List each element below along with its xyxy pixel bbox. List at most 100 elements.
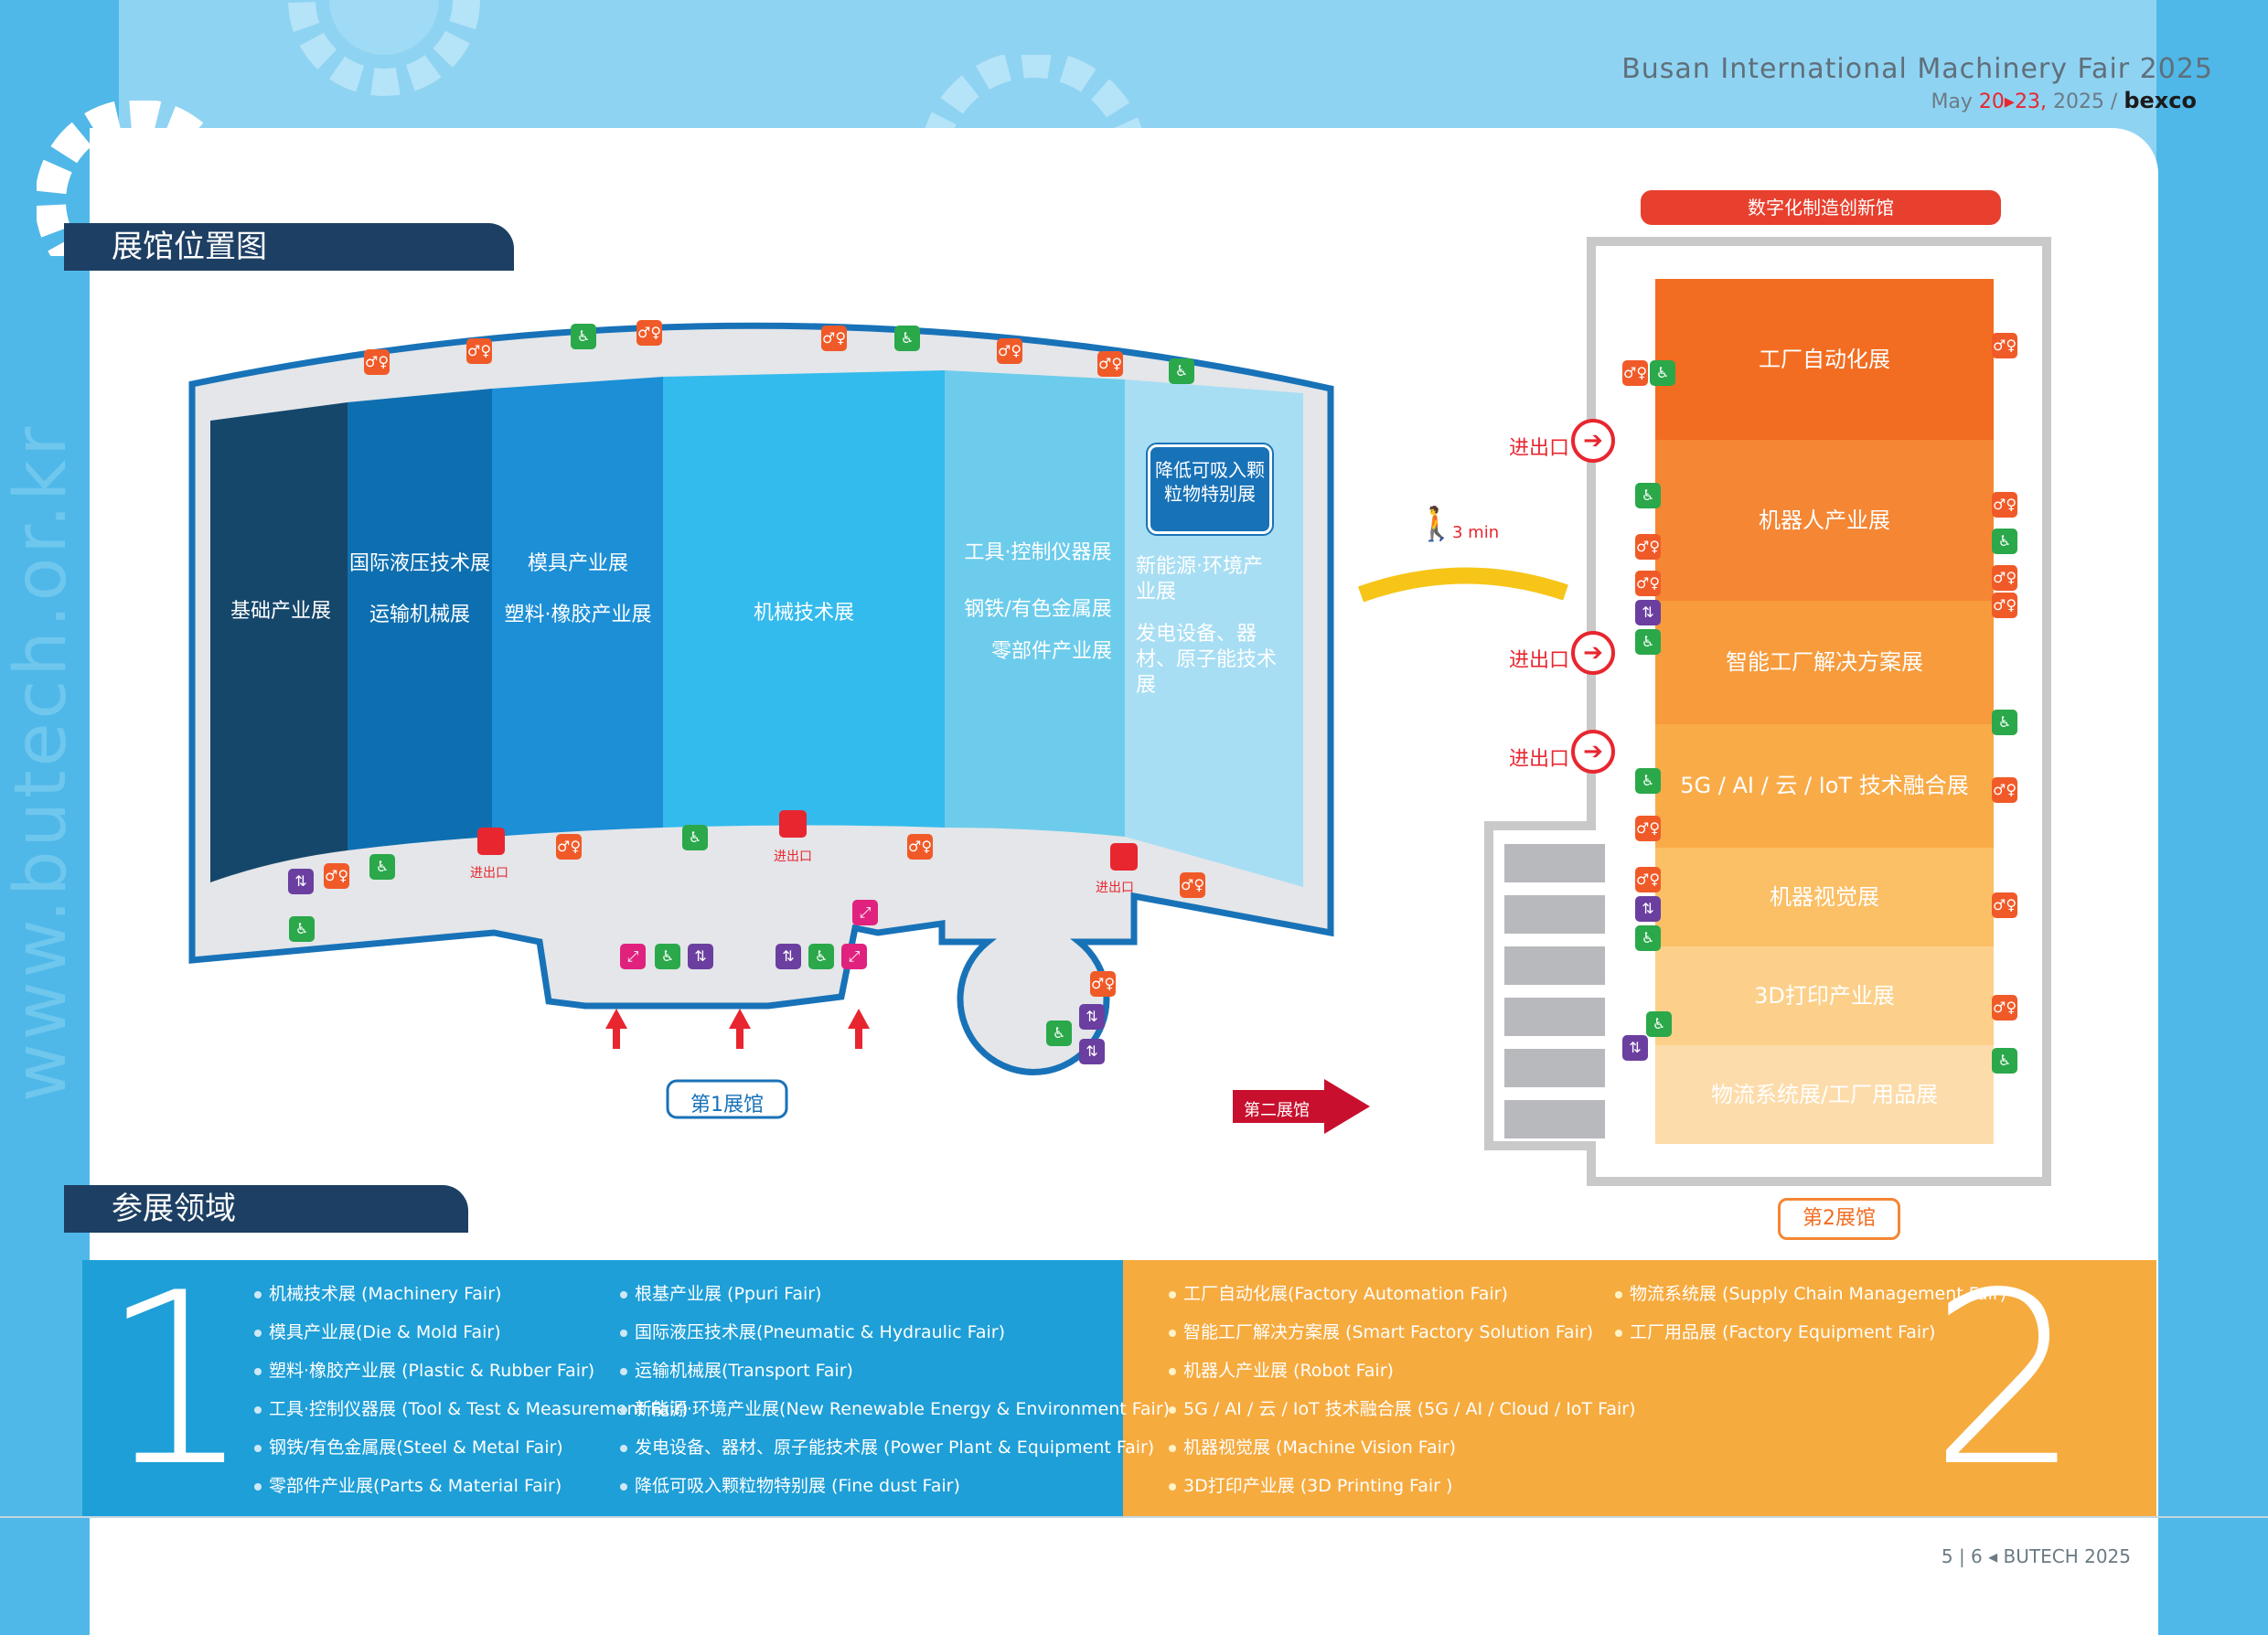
zone-smart-factory[interactable]: 智能工厂解决方案展: [1655, 601, 1994, 724]
zone-label-tool: 工具·控制仪器展钢铁/有色金属展零部件产业展: [964, 541, 1112, 663]
accessible-icon: ♿: [1992, 1048, 2017, 1074]
restroom-icon: ♂♀: [1180, 872, 1205, 898]
zone-label-hydraulic: 国际液压技术展运输机械展: [348, 552, 490, 626]
walking-person-icon: 🚶: [1416, 506, 1457, 543]
elevator-icon: ⇅: [776, 944, 801, 969]
elevator-icon: ⇅: [288, 869, 314, 894]
zone-3d-printing[interactable]: 3D打印产业展: [1655, 946, 1994, 1045]
escalator-icon: ⤢: [841, 944, 867, 969]
parking-bay: [1504, 946, 1605, 985]
entrance-arrow-1: [605, 1009, 627, 1049]
accessible-icon: ♿: [1046, 1021, 1072, 1046]
to-hall2-arrow[interactable]: [1233, 1079, 1379, 1134]
restroom-icon: ♂♀: [1992, 777, 2017, 803]
accessible-icon: ♿: [1635, 768, 1661, 794]
zone-logistics[interactable]: 物流系统展/工厂用品展: [1655, 1045, 1994, 1144]
event-date: May 20▸23, 2025 / bexco: [1931, 88, 2197, 113]
footer-brand: ◂ BUTECH 2025: [1988, 1545, 2131, 1567]
zone-5g-ai[interactable]: 5G / AI / 云 / IoT 技术融合展: [1655, 724, 1994, 848]
entrance-arrow-3: [848, 1009, 870, 1049]
restroom-icon: ♂♀: [1992, 995, 2017, 1021]
list-item: 3D打印产业展 (3D Printing Fair ): [1169, 1467, 1636, 1505]
hall1-map: [188, 322, 1334, 1119]
elevator-icon: ⇅: [1079, 1039, 1105, 1064]
zone-factory-automation[interactable]: 工厂自动化展: [1655, 279, 1994, 440]
map-section-title: 展馆位置图: [64, 223, 514, 271]
restroom-icon: ♂♀: [1992, 333, 2017, 358]
hall2-label[interactable]: 第2展馆: [1778, 1198, 1900, 1240]
restroom-icon: ♂♀: [556, 834, 582, 860]
accessible-icon: ♿: [808, 944, 834, 969]
accessible-icon: ♿: [1635, 483, 1661, 508]
list-item: 模具产业展(Die & Mold Fair): [254, 1313, 688, 1352]
exit-arrow-icon[interactable]: [1110, 843, 1138, 871]
hall2-zones: 工厂自动化展 机器人产业展 智能工厂解决方案展 5G / AI / 云 / Io…: [1655, 279, 1995, 1144]
restroom-icon: ♂♀: [466, 338, 492, 364]
restroom-icon: ♂♀: [1635, 867, 1661, 892]
accessible-icon: ♿: [655, 944, 680, 969]
accessible-icon: ♿: [1635, 925, 1661, 951]
page-footer: 5 | 6 ◂ BUTECH 2025: [1942, 1545, 2131, 1567]
group2-list-col2: 物流系统展 (Supply Chain Management Fair) 工厂用…: [1615, 1275, 2006, 1352]
hall2-entrance-label: 进出口: [1509, 437, 1570, 460]
parking-bay: [1504, 1049, 1605, 1087]
restroom-icon: ♂♀: [1635, 816, 1661, 841]
zone-tool: [945, 370, 1125, 837]
fine-dust-special-box[interactable]: 降低可吸入颗粒物特别展: [1148, 444, 1272, 534]
exit-label: 进出口: [1096, 881, 1134, 895]
gear-decoration-icon: [288, 0, 480, 96]
fields-section-title: 参展领域: [64, 1185, 468, 1233]
accessible-icon: ♿: [289, 916, 315, 942]
list-item: 根基产业展 (Ppuri Fair): [620, 1275, 1170, 1313]
list-item: 机器人产业展 (Robot Fair): [1169, 1352, 1636, 1390]
zone-robot[interactable]: 机器人产业展: [1655, 440, 1994, 601]
exit-label: 进出口: [774, 850, 812, 864]
zone-label-machinery: 机械技术展: [753, 602, 854, 625]
hall1-label-box: [666, 1079, 788, 1119]
entrance-arrow-icon[interactable]: ➔: [1571, 730, 1615, 774]
right-blue-band: [2156, 0, 2268, 1635]
restroom-icon: ♂♀: [637, 320, 662, 346]
list-item: 机械技术展 (Machinery Fair): [254, 1275, 688, 1313]
exit-arrow-icon[interactable]: [477, 828, 505, 855]
entrance-arrow-icon[interactable]: ➔: [1571, 631, 1615, 675]
accessible-icon: ♿: [1169, 358, 1194, 384]
date-suffix: 2025 /: [2046, 91, 2124, 113]
hall1-label[interactable]: 第1展馆: [690, 1094, 764, 1117]
restroom-icon: ♂♀: [1992, 565, 2017, 591]
zone-basic: [210, 402, 348, 882]
page-numbers: 5 | 6: [1941, 1545, 1983, 1567]
list-item: 新能源·环境产业展(New Renewable Energy & Environ…: [620, 1390, 1170, 1428]
walkway-arc: [1357, 567, 1568, 603]
list-item: 物流系统展 (Supply Chain Management Fair): [1615, 1275, 2006, 1313]
restroom-icon: ♂♀: [1992, 892, 2017, 918]
event-title: Busan International Machinery Fair 2025: [1621, 53, 2213, 85]
list-item: 国际液压技术展(Pneumatic & Hydraulic Fair): [620, 1313, 1170, 1352]
elevator-icon: ⇅: [1635, 896, 1661, 922]
elevator-icon: ⇅: [1622, 1035, 1648, 1061]
group1-list-col1: 机械技术展 (Machinery Fair) 模具产业展(Die & Mold …: [254, 1275, 688, 1505]
zone-label-basic: 基础产业展: [230, 600, 331, 623]
list-item: 发电设备、器材、原子能技术展 (Power Plant & Equipment …: [620, 1428, 1170, 1467]
elevator-icon: ⇅: [1635, 600, 1661, 625]
zone-machine-vision[interactable]: 机器视觉展: [1655, 848, 1994, 946]
exit-arrow-icon[interactable]: [779, 810, 807, 838]
hall2-banner: 数字化制造创新馆: [1641, 190, 2001, 225]
accessible-icon: ♿: [1646, 1011, 1672, 1037]
list-item: 智能工厂解决方案展 (Smart Factory Solution Fair): [1169, 1313, 1636, 1352]
restroom-icon: ♂♀: [1622, 360, 1648, 386]
list-item: 零部件产业展(Parts & Material Fair): [254, 1467, 688, 1505]
entrance-arrow-icon[interactable]: ➔: [1571, 419, 1615, 463]
list-item: 机器视觉展 (Machine Vision Fair): [1169, 1428, 1636, 1467]
list-item: 工厂用品展 (Factory Equipment Fair): [1615, 1313, 2006, 1352]
parking-bay: [1504, 1100, 1605, 1138]
elevator-icon: ⇅: [1079, 1004, 1105, 1030]
restroom-icon: ♂♀: [907, 834, 933, 860]
list-item: 工厂自动化展(Factory Automation Fair): [1169, 1275, 1636, 1313]
elevator-icon: ⇅: [688, 944, 713, 969]
accessible-icon: ♿: [1992, 710, 2017, 735]
hall2-entrance-label: 进出口: [1509, 748, 1570, 771]
zone-label-mold: 模具产业展塑料·橡胶产业展: [504, 552, 652, 626]
exit-label: 进出口: [470, 866, 508, 881]
side-url[interactable]: www.butech.or.kr: [0, 422, 82, 1102]
